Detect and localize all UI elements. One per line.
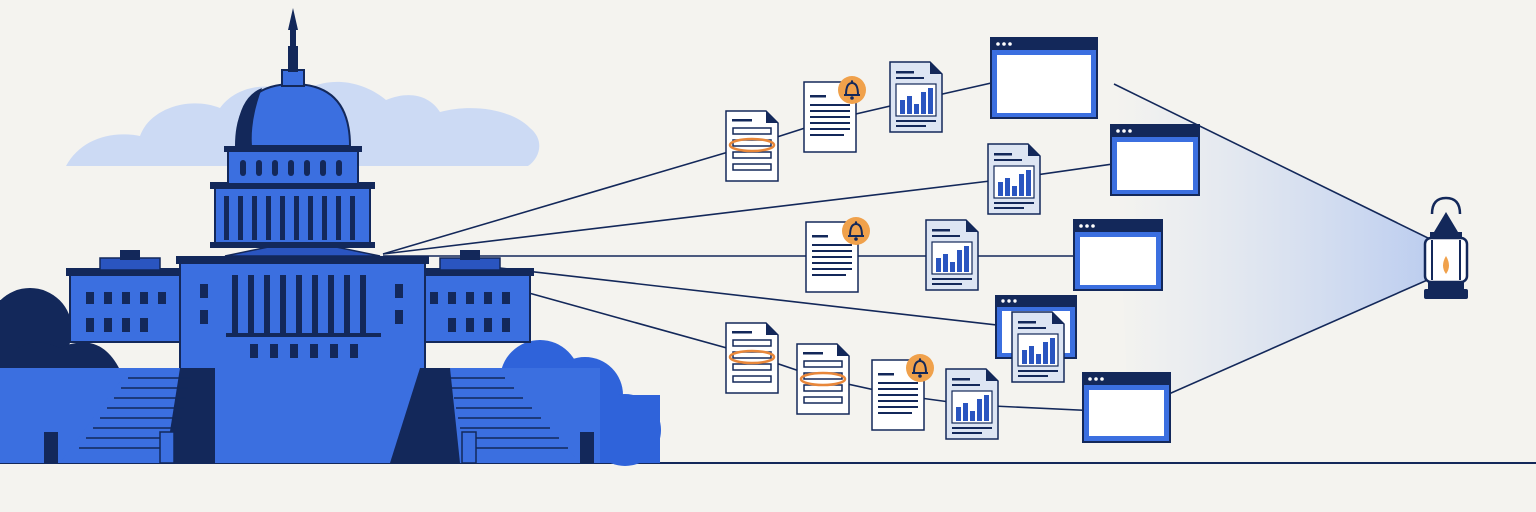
bell-icon [905,353,935,383]
bell-icon [837,75,867,105]
capitol-building-icon [0,8,600,464]
browser-window-icon [1082,372,1171,443]
browser-window-icon [1073,219,1163,291]
report-document-icon [987,143,1041,215]
form-document-icon [725,322,779,394]
form-document-icon [796,343,850,415]
browser-window-icon [990,37,1098,119]
browser-window-icon [1110,124,1200,196]
lantern-icon [1423,196,1469,299]
form-document-icon [725,110,779,182]
bell-icon [841,216,871,246]
report-document-icon [1011,311,1065,383]
report-document-icon [889,61,943,133]
report-document-icon [945,368,999,440]
tree-icon [0,288,120,372]
report-document-icon [925,219,979,291]
